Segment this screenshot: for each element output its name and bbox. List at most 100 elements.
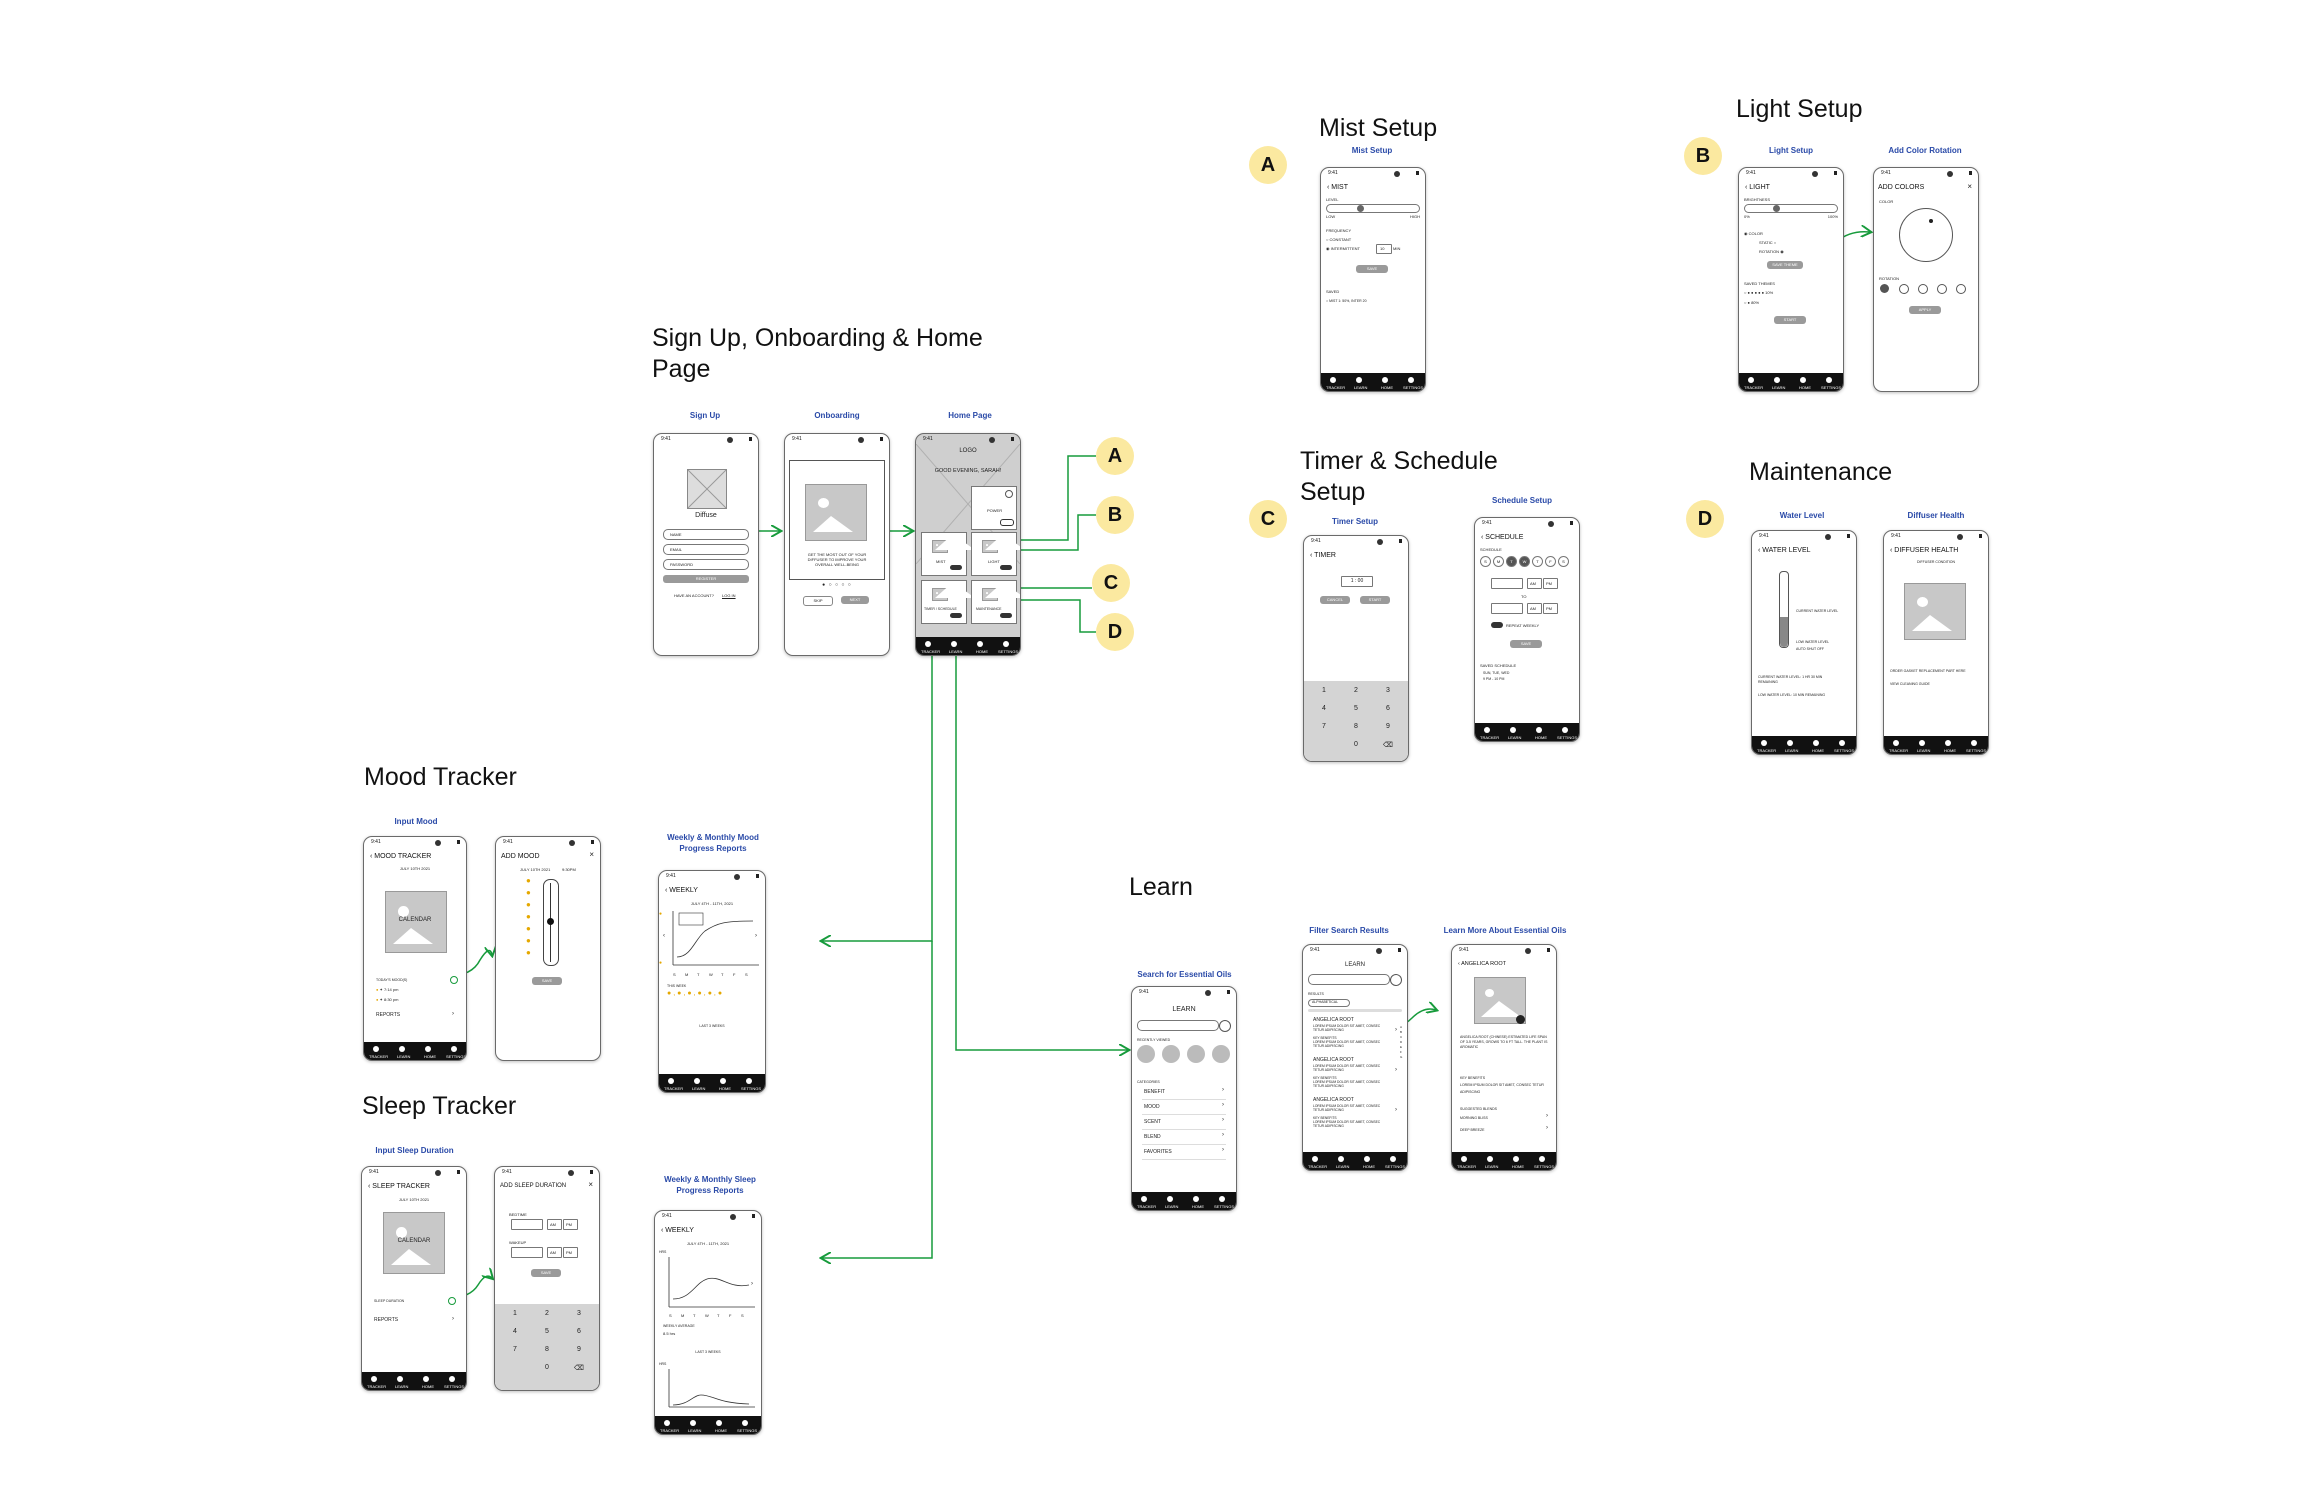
- blend-breeze[interactable]: DEEP BREEZE: [1460, 1127, 1484, 1134]
- home-tab-icon[interactable]: [716, 1420, 722, 1426]
- tracker-tab-icon[interactable]: [371, 1376, 377, 1382]
- close-icon[interactable]: ×: [1967, 182, 1972, 191]
- home-tab-icon[interactable]: [1813, 740, 1819, 746]
- day-toggle[interactable]: S: [1558, 556, 1569, 567]
- tracker-tab-icon[interactable]: [1461, 1156, 1467, 1162]
- settings-tab-icon[interactable]: [1971, 740, 1977, 746]
- keypad-key[interactable]: 8: [545, 1346, 549, 1353]
- day-toggle[interactable]: T: [1532, 556, 1543, 567]
- category-item[interactable]: FAVORITES›: [1142, 1147, 1226, 1160]
- mood-emoji-icon[interactable]: ●: [526, 888, 531, 897]
- learn-tab-icon[interactable]: [694, 1078, 700, 1084]
- learn-search-input[interactable]: [1137, 1020, 1219, 1031]
- skip-button[interactable]: SKIP: [803, 596, 833, 606]
- home-tab-icon[interactable]: [977, 641, 983, 647]
- mood-slider-thumb[interactable]: [547, 918, 554, 925]
- bedtime-field[interactable]: [511, 1219, 543, 1230]
- chevron-left-icon[interactable]: ‹: [663, 933, 665, 939]
- color-option[interactable]: ◉ COLOR: [1744, 231, 1763, 236]
- wakeup-pm[interactable]: PM: [563, 1247, 578, 1258]
- tracker-tab-icon[interactable]: [1330, 377, 1336, 383]
- settings-tab-icon[interactable]: [1003, 641, 1009, 647]
- start-pm[interactable]: PM: [1543, 578, 1558, 589]
- mood-emoji-icon[interactable]: ●: [526, 876, 531, 885]
- swatch-add-icon[interactable]: [1937, 284, 1947, 294]
- tracker-tab-icon[interactable]: [1484, 727, 1490, 733]
- learn-tab-icon[interactable]: [399, 1046, 405, 1052]
- static-option[interactable]: STATIC ○: [1759, 240, 1777, 245]
- favorite-heart-icon[interactable]: [1516, 1015, 1525, 1024]
- power-toggle[interactable]: [1000, 519, 1014, 526]
- alphabet-index[interactable]: A B C D E F G: [1400, 1025, 1403, 1059]
- swatch-add-icon[interactable]: [1899, 284, 1909, 294]
- mood-emoji-icon[interactable]: ●: [526, 912, 531, 921]
- tracker-tab-icon[interactable]: [1312, 1156, 1318, 1162]
- settings-tab-icon[interactable]: [742, 1420, 748, 1426]
- settings-tab-icon[interactable]: [451, 1046, 457, 1052]
- keypad-key[interactable]: 0: [545, 1364, 549, 1371]
- tracker-tab-icon[interactable]: [1893, 740, 1899, 746]
- wakeup-am[interactable]: AM: [547, 1247, 562, 1258]
- day-toggle[interactable]: W: [1519, 556, 1530, 567]
- filter-search-input[interactable]: [1308, 974, 1390, 985]
- light-start-button[interactable]: START: [1774, 316, 1806, 324]
- next-button[interactable]: NEXT: [841, 596, 869, 604]
- home-tab-icon[interactable]: [1536, 727, 1542, 733]
- timer-cancel-button[interactable]: CANCEL: [1320, 596, 1350, 604]
- day-toggle[interactable]: S: [1480, 556, 1491, 567]
- settings-tab-icon[interactable]: [746, 1078, 752, 1084]
- mist-card[interactable]: MIST: [921, 532, 975, 576]
- tracker-tab-icon[interactable]: [925, 641, 931, 647]
- swatch-1[interactable]: [1880, 284, 1889, 293]
- settings-tab-icon[interactable]: [1826, 377, 1832, 383]
- keypad-key[interactable]: 4: [513, 1328, 517, 1335]
- mood-reports-link[interactable]: REPORTS: [376, 1012, 400, 1019]
- home-tab-icon[interactable]: [1193, 1196, 1199, 1202]
- mood-emoji-icon[interactable]: ●: [526, 948, 531, 957]
- keypad-key[interactable]: 2: [545, 1310, 549, 1317]
- learn-tab-icon[interactable]: [1338, 1156, 1344, 1162]
- settings-tab-icon[interactable]: [1539, 1156, 1545, 1162]
- schedule-save-button[interactable]: SAVE: [1510, 640, 1542, 648]
- learn-tab-icon[interactable]: [397, 1376, 403, 1382]
- keypad-key[interactable]: 3: [1386, 687, 1390, 694]
- slider-thumb[interactable]: [1357, 205, 1364, 212]
- saved-theme-2[interactable]: ○ ● 80%: [1744, 300, 1760, 305]
- mood-entry-1[interactable]: ● ✦ 7:14 pm: [376, 987, 399, 992]
- recent-oil-thumb[interactable]: [1162, 1045, 1180, 1063]
- maintenance-card[interactable]: MAINTENANCE: [971, 580, 1020, 624]
- saved-preset[interactable]: ○ MIST 1: 50%, INTER 20: [1326, 299, 1367, 303]
- learn-tab-icon[interactable]: [1487, 1156, 1493, 1162]
- category-item[interactable]: MOOD›: [1142, 1102, 1226, 1115]
- color-picker-dot[interactable]: [1929, 219, 1933, 223]
- mist-save-button[interactable]: SAVE: [1356, 265, 1388, 273]
- home-tab-icon[interactable]: [1513, 1156, 1519, 1162]
- end-pm[interactable]: PM: [1543, 603, 1558, 614]
- keypad-key[interactable]: 8: [1354, 723, 1358, 730]
- settings-tab-icon[interactable]: [1219, 1196, 1225, 1202]
- password-field[interactable]: PASSWORD: [663, 559, 749, 570]
- login-link[interactable]: LOG IN: [722, 593, 736, 598]
- keypad-key[interactable]: 1: [1322, 687, 1326, 694]
- learn-tab-icon[interactable]: [1919, 740, 1925, 746]
- tracker-tab-icon[interactable]: [668, 1078, 674, 1084]
- keypad-key[interactable]: 0: [1354, 741, 1358, 748]
- minutes-input[interactable]: 10: [1376, 244, 1392, 254]
- save-theme-button[interactable]: SAVE THEME: [1767, 261, 1803, 269]
- keypad-key[interactable]: ⌫: [1383, 742, 1393, 749]
- repeat-toggle[interactable]: [1491, 622, 1503, 628]
- keypad-key[interactable]: 3: [577, 1310, 581, 1317]
- mood-save-button[interactable]: SAVE: [532, 977, 562, 985]
- home-tab-icon[interactable]: [1945, 740, 1951, 746]
- home-tab-icon[interactable]: [425, 1046, 431, 1052]
- recent-oil-thumb[interactable]: [1137, 1045, 1155, 1063]
- constant-option[interactable]: ○ CONSTANT: [1326, 237, 1352, 242]
- home-tab-icon[interactable]: [423, 1376, 429, 1382]
- cleaning-guide-link[interactable]: VIEW CLEANING GUIDE: [1890, 682, 1930, 686]
- filter-icon[interactable]: [1219, 1020, 1231, 1032]
- tracker-tab-icon[interactable]: [1761, 740, 1767, 746]
- email-field[interactable]: EMAIL: [663, 544, 749, 555]
- blend-morning[interactable]: MORNING BLISS: [1460, 1115, 1488, 1122]
